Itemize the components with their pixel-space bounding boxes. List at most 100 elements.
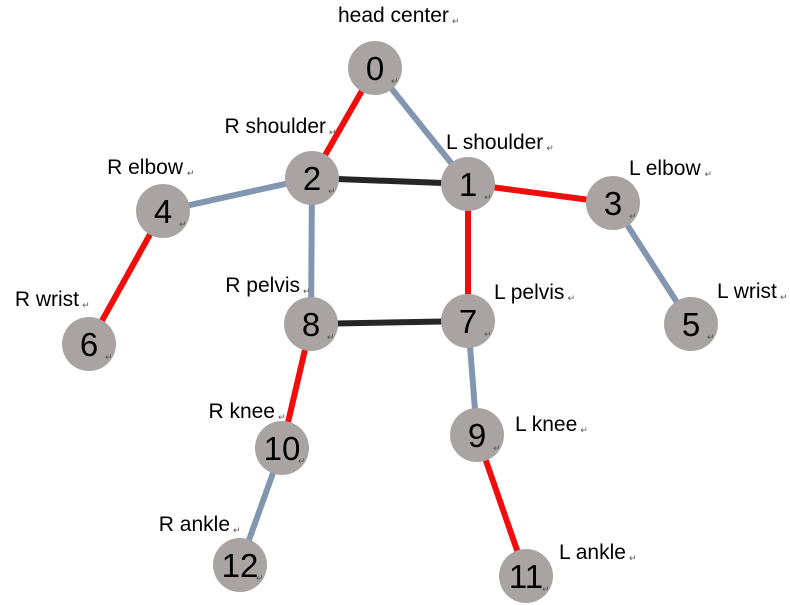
joint-label-12: R ankle↵	[159, 513, 241, 536]
joint-6: 6↵	[62, 317, 116, 371]
joint-11: 11↵	[499, 549, 553, 603]
paragraph-mark: ↵	[493, 444, 501, 454]
joint-label-text: L knee	[515, 413, 577, 436]
joint-circle	[62, 317, 116, 371]
joint-circle	[450, 408, 504, 462]
edge-0-1	[388, 85, 455, 167]
paragraph-mark: ↵	[327, 333, 335, 343]
joint-number: 5	[682, 306, 700, 343]
joint-label-9: L knee↵	[515, 413, 588, 436]
joint-2: 2↵	[285, 151, 339, 205]
joint-label-text: R ankle	[159, 513, 230, 536]
paragraph-mark: ↵	[278, 413, 286, 423]
joint-label-3: L elbow↵	[629, 157, 712, 180]
joint-label-11: L ankle↵	[559, 541, 636, 564]
paragraph-mark: ↵	[546, 144, 554, 154]
paragraph-mark: ↵	[629, 212, 637, 222]
paragraph-mark: ↵	[179, 220, 187, 230]
joint-label-7: L pelvis↵	[494, 281, 575, 304]
joint-number: 11	[509, 558, 543, 595]
joint-number: 9	[468, 417, 486, 454]
paragraph-mark: ↵	[484, 330, 492, 340]
joint-label-text: R shoulder	[224, 115, 326, 138]
paragraph-mark: ↵	[452, 17, 460, 27]
joint-number: 6	[80, 326, 98, 363]
joint-number: 8	[302, 306, 320, 343]
joints-layer: 0↵1↵2↵3↵4↵5↵6↵7↵8↵9↵10↵11↵12↵	[62, 41, 718, 603]
paragraph-mark: ↵	[82, 301, 90, 311]
paragraph-mark: ↵	[391, 77, 399, 87]
joint-12: 12↵	[213, 538, 267, 592]
joint-label-5: L wrist↵	[717, 280, 788, 303]
edge-10-12	[245, 470, 277, 543]
joint-label-2: R shoulder↵	[224, 115, 336, 138]
edge-7-9	[466, 345, 479, 411]
joint-label-text: R elbow	[107, 156, 184, 179]
paragraph-mark: ↵	[328, 187, 336, 197]
joint-label-text: R knee	[208, 400, 275, 423]
joint-label-1: L shoulder↵	[446, 131, 554, 154]
joint-number: 1	[459, 166, 477, 203]
paragraph-mark: ↵	[707, 333, 715, 343]
joint-circle	[664, 297, 718, 351]
joint-circle	[441, 157, 495, 211]
joint-5: 5↵	[664, 297, 718, 351]
joint-number: 7	[459, 303, 477, 340]
paragraph-mark: ↵	[105, 353, 113, 363]
joint-label-text: L ankle	[559, 541, 626, 564]
joint-label-8: R pelvis↵	[225, 274, 310, 297]
paragraph-mark: ↵	[233, 526, 241, 536]
paragraph-mark: ↵	[303, 287, 311, 297]
joint-8: 8↵	[284, 297, 338, 351]
edge-8-10	[284, 347, 309, 425]
paragraph-mark: ↵	[629, 554, 637, 564]
edge-8-7	[335, 318, 444, 327]
paragraph-mark: ↵	[580, 426, 588, 436]
labels-layer: head center↵L shoulder↵R shoulder↵L elbo…	[15, 4, 788, 564]
joint-circle	[586, 176, 640, 230]
joint-number: 10	[264, 430, 301, 467]
paragraph-mark: ↵	[187, 169, 195, 179]
paragraph-mark: ↵	[780, 293, 788, 303]
joint-label-6: R wrist↵	[15, 288, 90, 311]
joint-number: 4	[154, 193, 172, 230]
joint-number: 12	[222, 547, 259, 584]
joint-number: 3	[604, 185, 622, 222]
joint-label-4: R elbow↵	[107, 156, 194, 179]
joint-4: 4↵	[136, 184, 190, 238]
joint-label-text: head center	[338, 4, 449, 27]
joint-circle	[285, 151, 339, 205]
paragraph-mark: ↵	[484, 193, 492, 203]
edge-3-5	[624, 222, 680, 305]
edge-2-1	[336, 175, 444, 187]
paragraph-mark: ↵	[256, 574, 264, 584]
joint-circle	[255, 421, 309, 475]
joint-1: 1↵	[441, 157, 495, 211]
joint-circle	[499, 549, 553, 603]
joint-label-text: L elbow	[629, 157, 701, 180]
edge-0-2	[321, 88, 366, 158]
joint-label-text: R wrist	[15, 288, 79, 311]
paragraph-mark: ↵	[567, 294, 575, 304]
joint-circle	[136, 184, 190, 238]
joint-circle	[213, 538, 267, 592]
joint-label-text: L shoulder	[446, 131, 543, 154]
edge-1-3	[492, 184, 589, 203]
joint-label-10: R knee↵	[208, 400, 285, 423]
edge-9-11	[482, 457, 521, 554]
edge-2-8	[308, 202, 315, 300]
edge-2-4	[186, 180, 289, 209]
joint-3: 3↵	[586, 176, 640, 230]
joint-label-text: R pelvis	[225, 274, 300, 297]
joint-label-text: L pelvis	[494, 281, 564, 304]
joint-label-text: L wrist	[717, 280, 777, 303]
joint-9: 9↵	[450, 408, 504, 462]
edges-layer	[98, 85, 680, 554]
joint-circle	[348, 41, 402, 95]
joint-0: 0↵	[348, 41, 402, 95]
joint-number: 0	[366, 50, 384, 87]
joint-circle	[441, 294, 495, 348]
paragraph-mark: ↵	[704, 170, 712, 180]
paragraph-mark: ↵	[542, 585, 550, 595]
